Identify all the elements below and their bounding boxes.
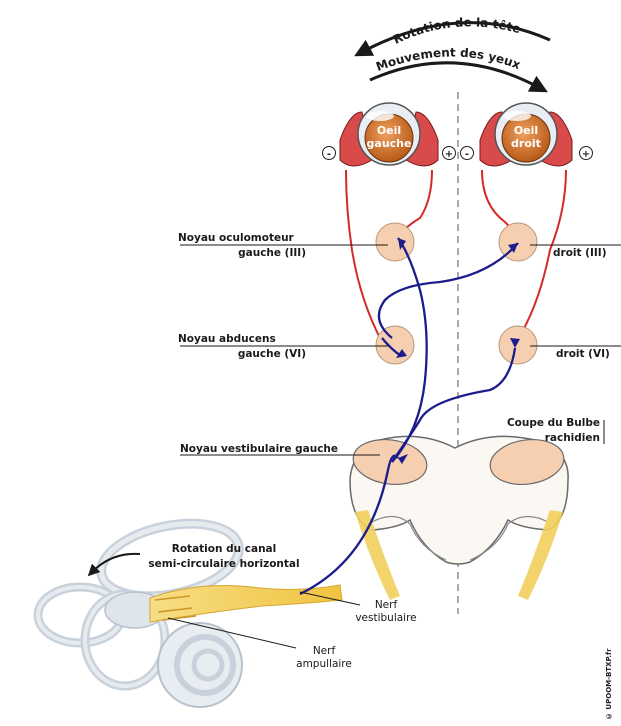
- right-abducens-nucleus: [499, 326, 537, 364]
- medulla-label-1: Coupe du Bulbe: [507, 417, 600, 429]
- svg-text:-: -: [465, 149, 469, 160]
- copyright-credit: © UPOOM-BTXP.fr: [605, 640, 619, 720]
- plus-sign-left-eye-medial: +: [443, 147, 456, 161]
- vestibular-nerve-bundle: [150, 585, 342, 622]
- canal-rotation-label-2: semi-circulaire horizontal: [148, 558, 299, 570]
- right-eye-label-1: Oeil: [514, 124, 538, 137]
- medulla-label-2: rachidien: [545, 432, 600, 444]
- canal-rotation-label-1: Rotation du canal: [172, 543, 276, 555]
- ampullary-nerve-label-2: ampullaire: [296, 658, 352, 670]
- left-eye-label-1: Oeil: [377, 124, 401, 137]
- vestibular-nerve-label-2: vestibulaire: [355, 612, 416, 624]
- plus-sign-right-eye-lateral: +: [580, 147, 593, 161]
- minus-sign-right-eye-medial: -: [461, 147, 474, 161]
- left-eye-label-2: gauche: [367, 137, 412, 150]
- left-abducens-label-1: Noyau abducens: [178, 333, 276, 345]
- svg-text:-: -: [327, 149, 331, 160]
- right-oculomotor-label: droit (III): [553, 247, 607, 259]
- right-abducens-label: droit (VI): [556, 348, 610, 360]
- svg-text:+: +: [582, 149, 590, 160]
- medulla-cross-section: [350, 435, 568, 600]
- right-eye-label-2: droit: [511, 137, 541, 150]
- left-abducens-nucleus: [376, 326, 414, 364]
- head-rotation-label: Rotation de la tête: [391, 15, 522, 46]
- minus-sign-left-eye-lateral: -: [323, 147, 336, 161]
- ampullary-nerve-label-1: Nerf: [313, 645, 336, 657]
- left-oculomotor-label-2: gauche (III): [238, 247, 306, 259]
- left-oculomotor-label-1: Noyau oculomoteur: [178, 232, 295, 244]
- left-eye: Oeil gauche: [340, 103, 438, 166]
- right-eye: Oeil droit: [480, 103, 572, 166]
- left-abducens-label-2: gauche (VI): [238, 348, 306, 360]
- vestibular-nerve-label-1: Nerf: [375, 599, 398, 611]
- left-vestibular-label: Noyau vestibulaire gauche: [180, 443, 338, 455]
- svg-text:+: +: [445, 149, 453, 160]
